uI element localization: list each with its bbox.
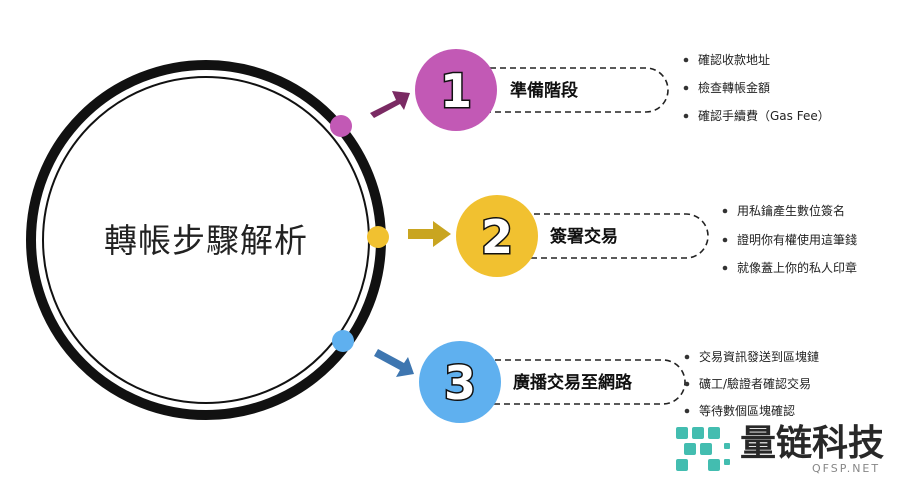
- step-2-badge: [456, 195, 538, 277]
- step-3-title: 廣播交易至網路: [513, 372, 633, 393]
- bullet-dot: [722, 265, 728, 271]
- bullet-dot: [683, 85, 689, 91]
- step-1-bullet-2: 檢查轉帳金額: [698, 80, 770, 95]
- bullet-dot: [683, 57, 689, 63]
- step-2-dashed-pill: [514, 213, 709, 259]
- bullet-dot: [722, 208, 728, 214]
- step-2-number: 2: [481, 210, 513, 264]
- bullet-dot: [684, 381, 690, 387]
- step-3-badge: [419, 341, 501, 423]
- step-1-title: 準備階段: [510, 80, 578, 101]
- step-3-bullet-3: 等待數個區塊確認: [699, 403, 795, 418]
- step-1: 1 準備階段 確認收款地址 檢查轉帳金額 確認手續費（Gas Fee）: [415, 49, 830, 131]
- step-1-dashed-pill: [470, 67, 669, 113]
- step-2-title: 簽署交易: [550, 226, 618, 247]
- step-2: 2 簽署交易 用私鑰產生數位簽名 證明你有權使用這筆錢 就像蓋上你的私人印章: [456, 195, 857, 277]
- step-1-number: 1: [440, 64, 472, 118]
- step-3-number: 3: [444, 356, 476, 410]
- brand-name: 量链科技: [740, 423, 884, 464]
- step-3-arrow-icon: [374, 349, 414, 377]
- bullet-dot: [684, 354, 690, 360]
- step-2-bullet-1: 用私鑰產生數位簽名: [737, 203, 845, 218]
- step-1-badge: [415, 49, 497, 131]
- step-3: 3 廣播交易至網路 交易資訊發送到區塊鏈 礦工/驗證者確認交易 等待數個區塊確認: [419, 341, 819, 423]
- central-circle: 轉帳步驟解析: [26, 60, 386, 420]
- bullet-dot: [684, 408, 690, 414]
- step-2-arrow-icon: [408, 221, 451, 247]
- step-1-bullet-3: 確認手續費（Gas Fee）: [698, 108, 830, 123]
- brand-logo-icon: [676, 427, 730, 471]
- step-3-bullet-1: 交易資訊發送到區塊鏈: [699, 349, 819, 364]
- center-title: 轉帳步驟解析: [104, 221, 308, 260]
- step-2-bullet-2: 證明你有權使用這筆錢: [737, 232, 857, 247]
- step-3-dashed-pill: [475, 359, 686, 405]
- step-2-connector-dot: [367, 226, 389, 248]
- step-1-connector-dot: [330, 115, 352, 137]
- bullet-dot: [722, 237, 728, 243]
- brand-url: QFSP.NET: [812, 462, 880, 475]
- step-3-connector-dot: [332, 330, 354, 352]
- step-1-arrow-icon: [370, 91, 410, 118]
- watermark: 量链科技 QFSP.NET: [676, 423, 884, 475]
- step-1-bullet-1: 確認收款地址: [698, 52, 770, 67]
- bullet-dot: [683, 113, 689, 119]
- step-3-bullet-2: 礦工/驗證者確認交易: [699, 376, 811, 391]
- step-2-bullet-3: 就像蓋上你的私人印章: [737, 260, 857, 275]
